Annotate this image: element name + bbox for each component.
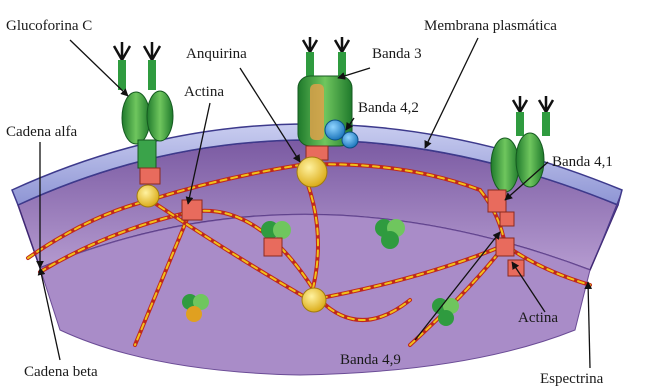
label-banda-4-9: Banda 4,9 — [340, 352, 401, 368]
label-glucoforina-c: Glucoforina C — [6, 18, 92, 34]
label-cadena-alfa: Cadena alfa — [6, 124, 78, 140]
label-banda-4-1: Banda 4,1 — [552, 154, 613, 170]
label-banda-4-2: Banda 4,2 — [358, 100, 419, 116]
label-actina-top: Actina — [184, 84, 224, 100]
label-cadena-beta: Cadena beta — [24, 364, 98, 380]
label-espectrina: Espectrina — [540, 371, 604, 387]
label-banda-3: Banda 3 — [372, 46, 422, 62]
label-anquirina: Anquirina — [186, 46, 247, 62]
label-membrana-plasmatica: Membrana plasmática — [424, 18, 557, 34]
label-actina-bottom: Actina — [518, 310, 558, 326]
